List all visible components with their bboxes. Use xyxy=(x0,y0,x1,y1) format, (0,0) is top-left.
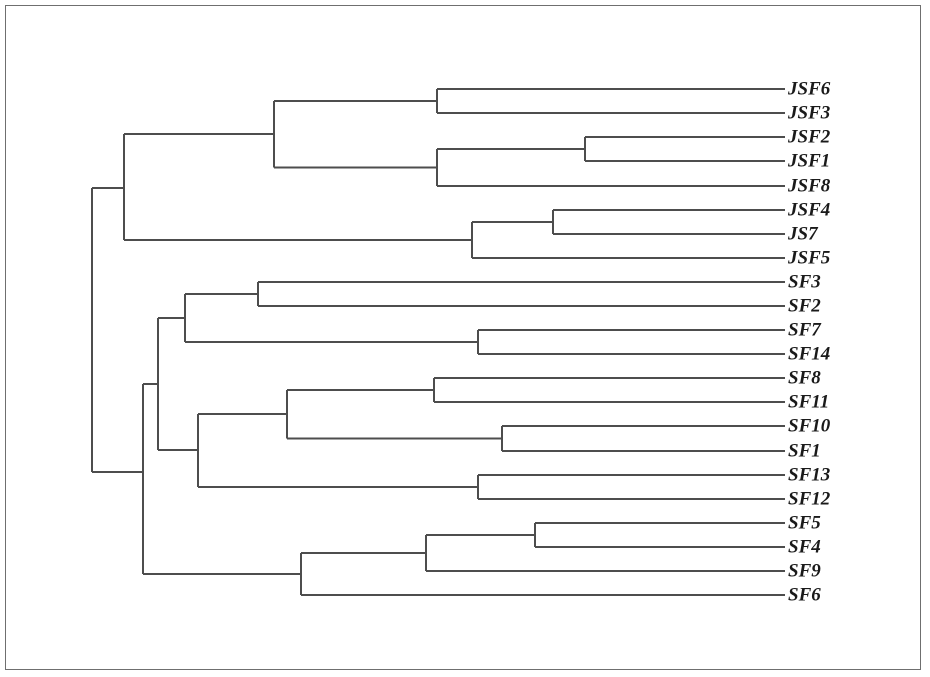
leaf-label-sf12: SF12 xyxy=(788,488,831,509)
leaf-label-sf5: SF5 xyxy=(788,512,821,533)
leaf-label-jsf1: JSF1 xyxy=(787,150,830,171)
leaf-label-sf3: SF3 xyxy=(788,271,821,292)
leaf-label-sf7: SF7 xyxy=(788,319,822,340)
leaf-label-jsf3: JSF3 xyxy=(787,102,830,123)
leaf-label-sf1: SF1 xyxy=(788,440,821,461)
leaf-label-sf6: SF6 xyxy=(788,584,821,605)
leaf-label-jsf8: JSF8 xyxy=(787,175,831,196)
leaf-label-sf2: SF2 xyxy=(788,295,821,316)
leaf-label-jsf2: JSF2 xyxy=(787,126,831,147)
leaf-label-js7: JS7 xyxy=(787,223,819,244)
leaf-label-sf11: SF11 xyxy=(788,391,829,412)
leaf-label-sf8: SF8 xyxy=(788,367,821,388)
leaf-label-sf10: SF10 xyxy=(788,415,831,436)
leaf-label-sf13: SF13 xyxy=(788,464,830,485)
leaf-label-sf14: SF14 xyxy=(788,343,830,364)
dendrogram-leaf-labels: JSF6JSF3JSF2JSF1JSF8JSF4JS7JSF5SF3SF2SF7… xyxy=(787,78,831,605)
leaf-label-jsf4: JSF4 xyxy=(787,199,830,220)
leaf-label-sf4: SF4 xyxy=(788,536,821,557)
dendrogram-tree-lines xyxy=(91,88,785,596)
leaf-label-jsf5: JSF5 xyxy=(787,247,831,268)
leaf-label-jsf6: JSF6 xyxy=(787,78,831,99)
leaf-label-sf9: SF9 xyxy=(788,560,821,581)
